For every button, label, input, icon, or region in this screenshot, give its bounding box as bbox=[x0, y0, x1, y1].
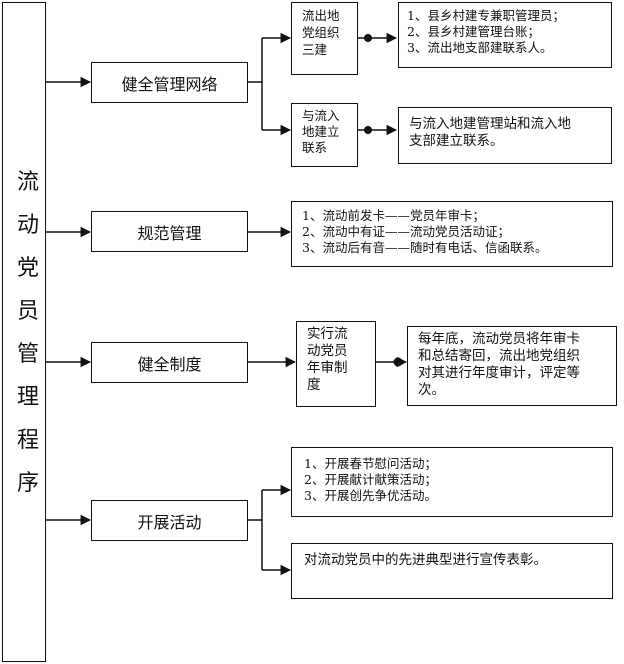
branch-label: 规范管理 bbox=[137, 223, 202, 243]
sub-box-inflow-contact: 与流入 地建立 联系 bbox=[291, 103, 358, 167]
sub-box-annual-review: 实行流 动党员 年审制 度 bbox=[296, 321, 376, 407]
branch-label: 开展活动 bbox=[137, 512, 202, 532]
page-title: 流动党员管理程序 bbox=[16, 170, 39, 496]
dot-branch-3 bbox=[393, 357, 403, 367]
branch-activities: 开展活动 bbox=[91, 500, 248, 541]
sub-box-outflow-org: 流出地 党组织 三建 bbox=[291, 2, 358, 75]
detail-annual-review: 每年底，流动党员将年审卡 和总结寄回，流出地党组织 对其进行年度审计，评定等 次… bbox=[407, 326, 617, 406]
title-box: 流动党员管理程序 bbox=[2, 2, 46, 662]
branch-label: 健全管理网络 bbox=[121, 74, 218, 94]
branch-system: 健全制度 bbox=[91, 342, 248, 383]
branch-management-network: 健全管理网络 bbox=[91, 62, 248, 103]
detail-activities-list: 1、开展春节慰问活动； 2、开展献计献策活动； 3、开展创先争优活动。 bbox=[291, 447, 613, 517]
branch-label: 健全制度 bbox=[137, 354, 202, 374]
detail-commendation: 对流动党员中的先进典型进行宣传表彰。 bbox=[291, 543, 613, 599]
dot-sub-1a bbox=[364, 34, 372, 42]
detail-outflow-org: 1、县乡村建专兼职管理员； 2、县乡村建管理台账； 3、流出地支部建联系人。 bbox=[398, 2, 612, 68]
dot-sub-1b bbox=[364, 126, 372, 134]
detail-inflow-contact: 与流入地建管理站和流入地 支部建立联系。 bbox=[398, 107, 612, 164]
detail-standard-management: 1、流动前发卡——党员年审卡； 2、流动中有证——流动党员活动证； 3、流动后有… bbox=[291, 201, 613, 267]
branch-standard-management: 规范管理 bbox=[91, 211, 248, 252]
